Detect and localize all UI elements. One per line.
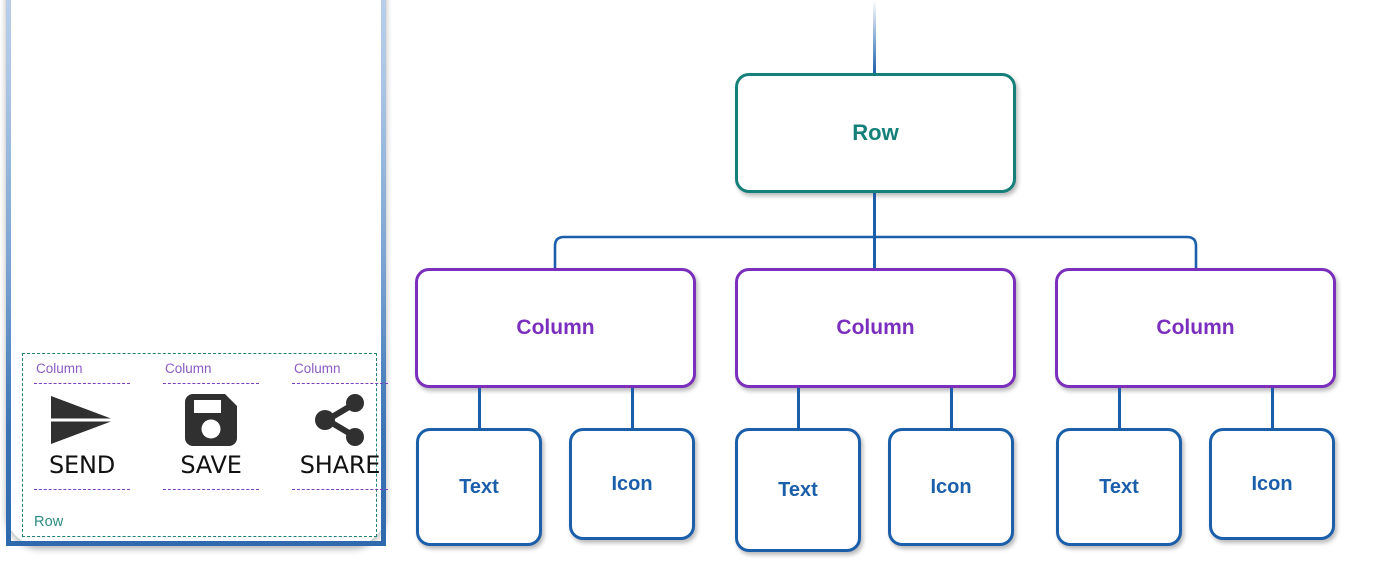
connector-column-2-to-icon bbox=[950, 388, 953, 428]
tree-node-label: Icon bbox=[930, 475, 972, 498]
connector-root-stem bbox=[873, 193, 876, 268]
tree-node-icon-2[interactable]: Icon bbox=[888, 428, 1014, 546]
tree-node-label: Text bbox=[459, 475, 499, 498]
share-button-label[interactable]: SHARE bbox=[299, 450, 381, 479]
phone-column-divider-bottom bbox=[34, 489, 130, 490]
phone-row-container bbox=[22, 353, 377, 537]
phone-column-divider-top bbox=[34, 382, 130, 384]
phone-column-label: Column bbox=[294, 361, 341, 376]
phone-column-save: Column SAVE bbox=[163, 362, 259, 490]
tree-node-text-1[interactable]: Text bbox=[416, 428, 542, 546]
connector-root-top bbox=[873, 0, 876, 74]
phone-column-label: Column bbox=[165, 361, 212, 376]
tree-node-label: Column bbox=[516, 316, 595, 339]
save-icon[interactable] bbox=[185, 393, 237, 447]
connector-column-2-to-text bbox=[797, 388, 800, 428]
tree-node-icon-1[interactable]: Icon bbox=[569, 428, 695, 540]
phone-column-send: Column SEND bbox=[34, 362, 130, 490]
phone-column-divider-top bbox=[292, 382, 388, 384]
tree-node-row[interactable]: Row bbox=[735, 73, 1016, 193]
tree-node-label: Column bbox=[836, 316, 915, 339]
connector-column-3-to-icon bbox=[1271, 388, 1274, 430]
phone-column-label: Column bbox=[36, 361, 83, 376]
tree-node-label: Text bbox=[1099, 475, 1139, 498]
phone-row-label: Row bbox=[34, 514, 64, 530]
share-icon[interactable] bbox=[312, 393, 368, 447]
tree-node-column-2[interactable]: Column bbox=[735, 268, 1016, 388]
phone-column-share: Column SHARE bbox=[292, 362, 388, 490]
send-icon[interactable] bbox=[49, 393, 115, 447]
send-button-label[interactable]: SEND bbox=[48, 450, 116, 479]
phone-column-divider-top bbox=[163, 382, 259, 384]
connector-column-1-to-text bbox=[478, 388, 481, 430]
tree-node-column-1[interactable]: Column bbox=[415, 268, 696, 388]
connector-column-3-to-text bbox=[1118, 388, 1121, 430]
save-button-label[interactable]: SAVE bbox=[180, 450, 242, 479]
phone-column-divider-bottom bbox=[163, 489, 259, 490]
phone-mockup-frame bbox=[6, 0, 386, 546]
tree-node-label: Row bbox=[852, 120, 899, 145]
tree-node-label: Icon bbox=[611, 472, 653, 495]
tree-node-text-2[interactable]: Text bbox=[735, 428, 861, 552]
tree-node-label: Icon bbox=[1251, 472, 1293, 495]
tree-node-label: Text bbox=[778, 478, 818, 501]
tree-node-text-3[interactable]: Text bbox=[1056, 428, 1182, 546]
tree-node-label: Column bbox=[1156, 316, 1235, 339]
tree-node-icon-3[interactable]: Icon bbox=[1209, 428, 1335, 540]
connector-column-1-to-icon bbox=[631, 388, 634, 430]
phone-column-divider-bottom bbox=[292, 489, 388, 490]
tree-node-column-3[interactable]: Column bbox=[1055, 268, 1336, 388]
